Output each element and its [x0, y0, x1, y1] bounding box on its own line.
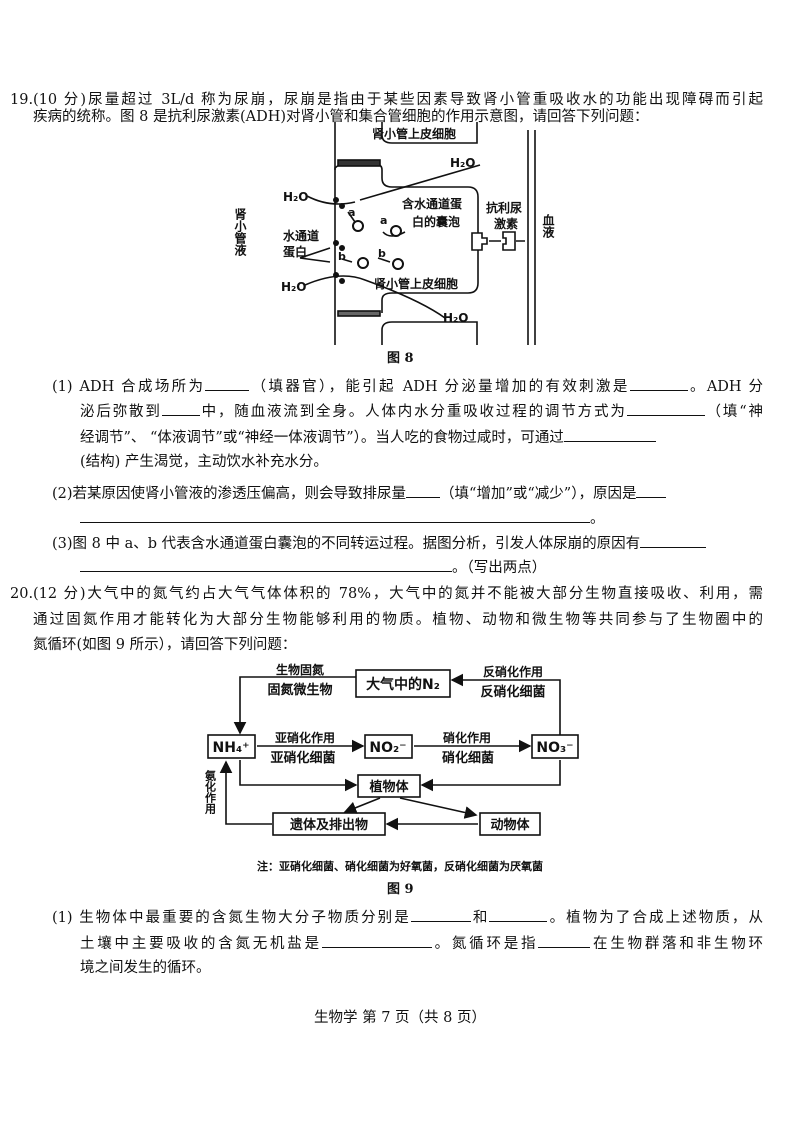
label-hormone: 抗利尿 — [486, 200, 522, 215]
question-number: 20. — [10, 586, 34, 602]
box-ammonium: NH₄⁺ — [213, 740, 250, 756]
answer-blank[interactable] — [80, 508, 590, 523]
label-lumen: 肾小管液 — [233, 208, 247, 257]
q19-part3-line: (3)图 8 中 a、b 代表含水通道蛋白囊泡的不同转运过程。据图分析，引发人体… — [52, 533, 707, 554]
answer-blank[interactable] — [205, 376, 250, 391]
q20-intro-line: 通过固氮作用才能转化为大部分生物能够利用的物质。植物、动物和微生物等共同参与了生… — [33, 612, 763, 628]
text: 。ADH 分 — [687, 379, 763, 395]
box-nitrate: NO₃⁻ — [536, 740, 573, 756]
text: 中，随血液流到全身。人体内水分重吸收过程的调节方式为 — [199, 404, 627, 420]
q19-part1-line: 经调节”、 “体液调节”或“神经一体液调节”）。当人吃的食物过咸时，可通过 — [80, 427, 656, 448]
label-b: b — [378, 247, 386, 260]
text: （填“神 — [704, 404, 763, 420]
figure-9-diagram: 大气中的N₂ NH₄⁺ NO₂⁻ NO₃⁻ 植物体 遗体及排出物 动物体 生物固… — [204, 662, 579, 873]
label-nitrification: 硝化作用 — [443, 730, 491, 745]
label-water: H₂O — [281, 280, 307, 294]
label-water: H₂O — [450, 156, 476, 170]
figure-8-diagram: 肾小管上皮细胞 肾小管上皮细胞 H₂O H₂O H₂O H₂O 含水通道蛋 白的… — [233, 122, 555, 345]
text: (1) 生物体中最重要的含氮生物大分子物质分别是 — [52, 910, 411, 926]
q20-intro-line: (12 分)大气中的氮气约占大气气体体积的 78%，大气中的氮并不能被大部分生物… — [33, 586, 763, 602]
answer-blank[interactable] — [626, 401, 705, 416]
label-a: a — [380, 214, 387, 227]
q20-part1-line: (1) 生物体中最重要的含氮生物大分子物质分别是 和 。植物为了合成上述物质，从 — [52, 907, 763, 927]
text: （填器官），能引起 ADH 分泌量增加的有效刺激是 — [249, 379, 630, 395]
label-denitrification: 反硝化作用 — [483, 664, 543, 679]
label-cell-bottom: 肾小管上皮细胞 — [374, 276, 458, 291]
q19-part3-line: 。（写出两点） — [80, 557, 546, 578]
answer-blank[interactable] — [538, 933, 591, 948]
label-blood: 血液 — [541, 213, 555, 239]
question-number: 19. — [10, 92, 34, 108]
q19-part2-line: 。 — [80, 508, 605, 529]
label-ammonification: 氨化作用 — [204, 769, 217, 815]
vesicle-icon — [352, 220, 364, 232]
text: （填“增加”或“减少”），原因是 — [440, 486, 637, 502]
label-denitrification: 反硝化细菌 — [480, 684, 545, 700]
q19-part2-line: (2)若某原因使肾小管液的渗透压偏高，则会导致排尿量 （填“增加”或“减少”），原… — [52, 483, 667, 504]
label-water: H₂O — [443, 311, 469, 325]
answer-blank[interactable] — [563, 427, 656, 442]
text: 。植物为了合成上述物质，从 — [547, 910, 763, 926]
figure-8-caption: 图 8 — [387, 351, 414, 366]
page-footer: 生物学 第 7 页（共 8 页） — [314, 1010, 486, 1026]
label-channel: 水通道 — [283, 228, 319, 243]
label-a: a — [348, 206, 355, 219]
box-plant: 植物体 — [368, 779, 409, 795]
vesicle-icon — [392, 258, 404, 270]
q19-part1-line: (1) ADH 合成场所为 （填器官），能引起 ADH 分泌量增加的有效刺激是 。A… — [52, 376, 763, 396]
vesicle-icon — [390, 225, 402, 237]
answer-blank[interactable] — [161, 401, 200, 416]
text: 经调节”、 “体液调节”或“神经一体液调节”）。当人吃的食物过咸时，可通过 — [80, 430, 564, 446]
q20-part1-line: 土壤中主要吸收的含氮无机盐是 。氮循环是指 在生物群落和非生物环 — [80, 933, 763, 953]
box-animal: 动物体 — [490, 817, 530, 833]
q19-intro-line: (10 分)尿量超过 3L/d 称为尿崩，尿崩是指由于某些因素导致肾小管重吸收水… — [33, 92, 763, 108]
label-vesicle: 白的囊泡 — [412, 214, 460, 229]
text: (1) ADH 合成场所为 — [52, 379, 206, 395]
q19-part1-line: (结构) 产生渴觉，主动饮水补充水分。 — [80, 454, 328, 470]
label-hormone: 激素 — [494, 216, 518, 231]
label-channel: 蛋白 — [283, 244, 307, 259]
label-fixation: 生物固氮 — [276, 662, 324, 677]
box-nitrite: NO₂⁻ — [369, 740, 406, 756]
q20-part1-line: 境之间发生的循环。 — [80, 960, 211, 976]
figure-note: 注：亚硝化细菌、硝化细菌为好氧菌，反硝化细菌为厌氧菌 — [257, 859, 543, 873]
answer-blank[interactable] — [629, 376, 688, 391]
answer-blank[interactable] — [406, 483, 441, 498]
box-remains: 遗体及排出物 — [289, 817, 368, 833]
text: 。氮循环是指 — [431, 936, 539, 952]
label-fixation: 固氮微生物 — [267, 682, 332, 698]
label-nitrosation: 亚硝化作用 — [275, 730, 335, 745]
text: 和 — [470, 910, 490, 926]
answer-blank[interactable] — [640, 533, 707, 548]
text: 土壤中主要吸收的含氮无机盐是 — [80, 936, 322, 952]
q19-intro-line: 疾病的统称。图 8 是抗利尿激素(ADH)对肾小管和集合管细胞的作用示意图，请回… — [33, 109, 649, 125]
label-nitrification: 硝化细菌 — [442, 750, 494, 766]
vesicle-icon — [357, 257, 369, 269]
text: 。 — [590, 511, 605, 527]
text: (3)图 8 中 a、b 代表含水通道蛋白囊泡的不同转运过程。据图分析，引发人体… — [52, 536, 641, 552]
answer-blank[interactable] — [636, 483, 667, 498]
q20-intro-line: 氮循环(如图 9 所示），请回答下列问题： — [33, 637, 297, 653]
label-vesicle: 含水通道蛋 — [402, 196, 462, 211]
label-cell-top: 肾小管上皮细胞 — [372, 126, 456, 141]
label-water: H₂O — [283, 190, 309, 204]
label-b: b — [338, 250, 346, 263]
text: 在生物群落和非生物环 — [590, 936, 763, 952]
answer-blank[interactable] — [80, 557, 452, 572]
answer-blank[interactable] — [410, 907, 471, 922]
label-nitrosation: 亚硝化细菌 — [270, 750, 335, 766]
text: 。（写出两点） — [452, 560, 547, 576]
text: (2)若某原因使肾小管液的渗透压偏高，则会导致排尿量 — [52, 486, 407, 502]
answer-blank[interactable] — [489, 907, 548, 922]
box-atmospheric-n2: 大气中的N₂ — [366, 676, 440, 693]
answer-blank[interactable] — [321, 933, 432, 948]
q19-part1-line: 泌后弥散到 中，随血液流到全身。人体内水分重吸收过程的调节方式为 （填“神 — [80, 401, 763, 421]
text: 泌后弥散到 — [80, 404, 162, 420]
figure-9-caption: 图 9 — [387, 882, 414, 897]
